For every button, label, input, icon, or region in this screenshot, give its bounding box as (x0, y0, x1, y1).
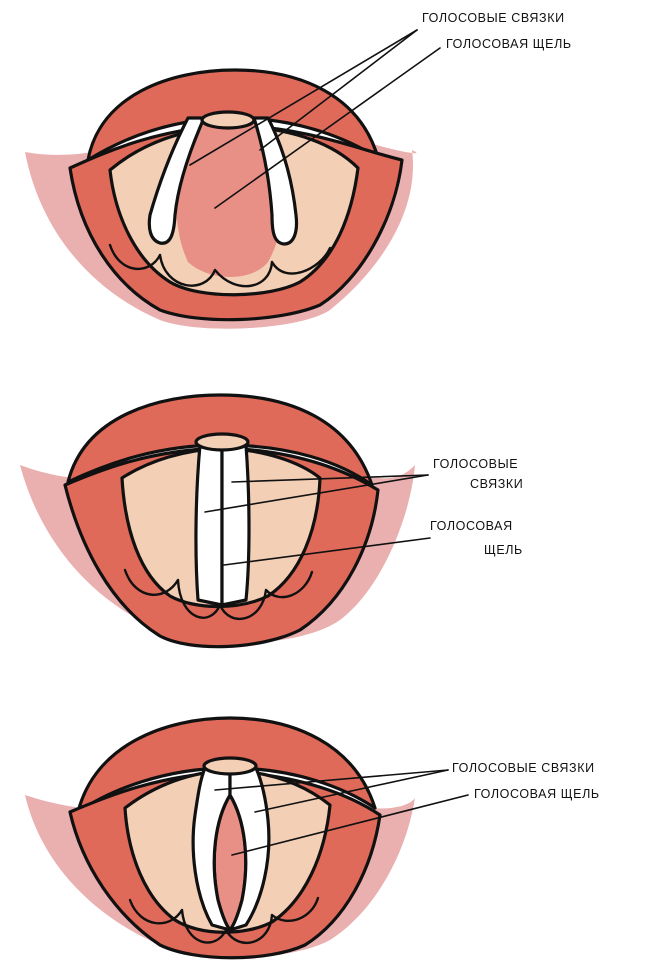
larynx-narrow: ГОЛОСОВЫЕ СВЯЗКИ ГОЛОСОВАЯ ЩЕЛЬ (25, 718, 600, 958)
larynx-wide-open: ГОЛОСОВЫЕ СВЯЗКИ ГОЛОСОВАЯ ЩЕЛЬ (25, 11, 572, 329)
label-vocal-cords-line2: СВЯЗКИ (470, 477, 523, 491)
vocal-cord-right (222, 445, 249, 605)
larynx-closed: ГОЛОСОВЫЕ СВЯЗКИ ГОЛОСОВАЯ ЩЕЛЬ (20, 395, 523, 647)
label-vocal-cords-line1: ГОЛОСОВЫЕ (433, 457, 518, 471)
label-vocal-cords: ГОЛОСОВЫЕ СВЯЗКИ (422, 11, 565, 25)
arytenoid-top (204, 758, 256, 774)
label-glottis: ГОЛОСОВАЯ ЩЕЛЬ (446, 37, 572, 51)
label-glottis-line1: ГОЛОСОВАЯ (430, 519, 513, 533)
arytenoid-top (196, 434, 248, 450)
vocal-cord-left (196, 445, 222, 605)
label-glottis: ГОЛОСОВАЯ ЩЕЛЬ (474, 787, 600, 801)
arytenoid-top (202, 112, 254, 128)
label-glottis-line2: ЩЕЛЬ (484, 543, 523, 557)
label-vocal-cords: ГОЛОСОВЫЕ СВЯЗКИ (452, 761, 595, 775)
